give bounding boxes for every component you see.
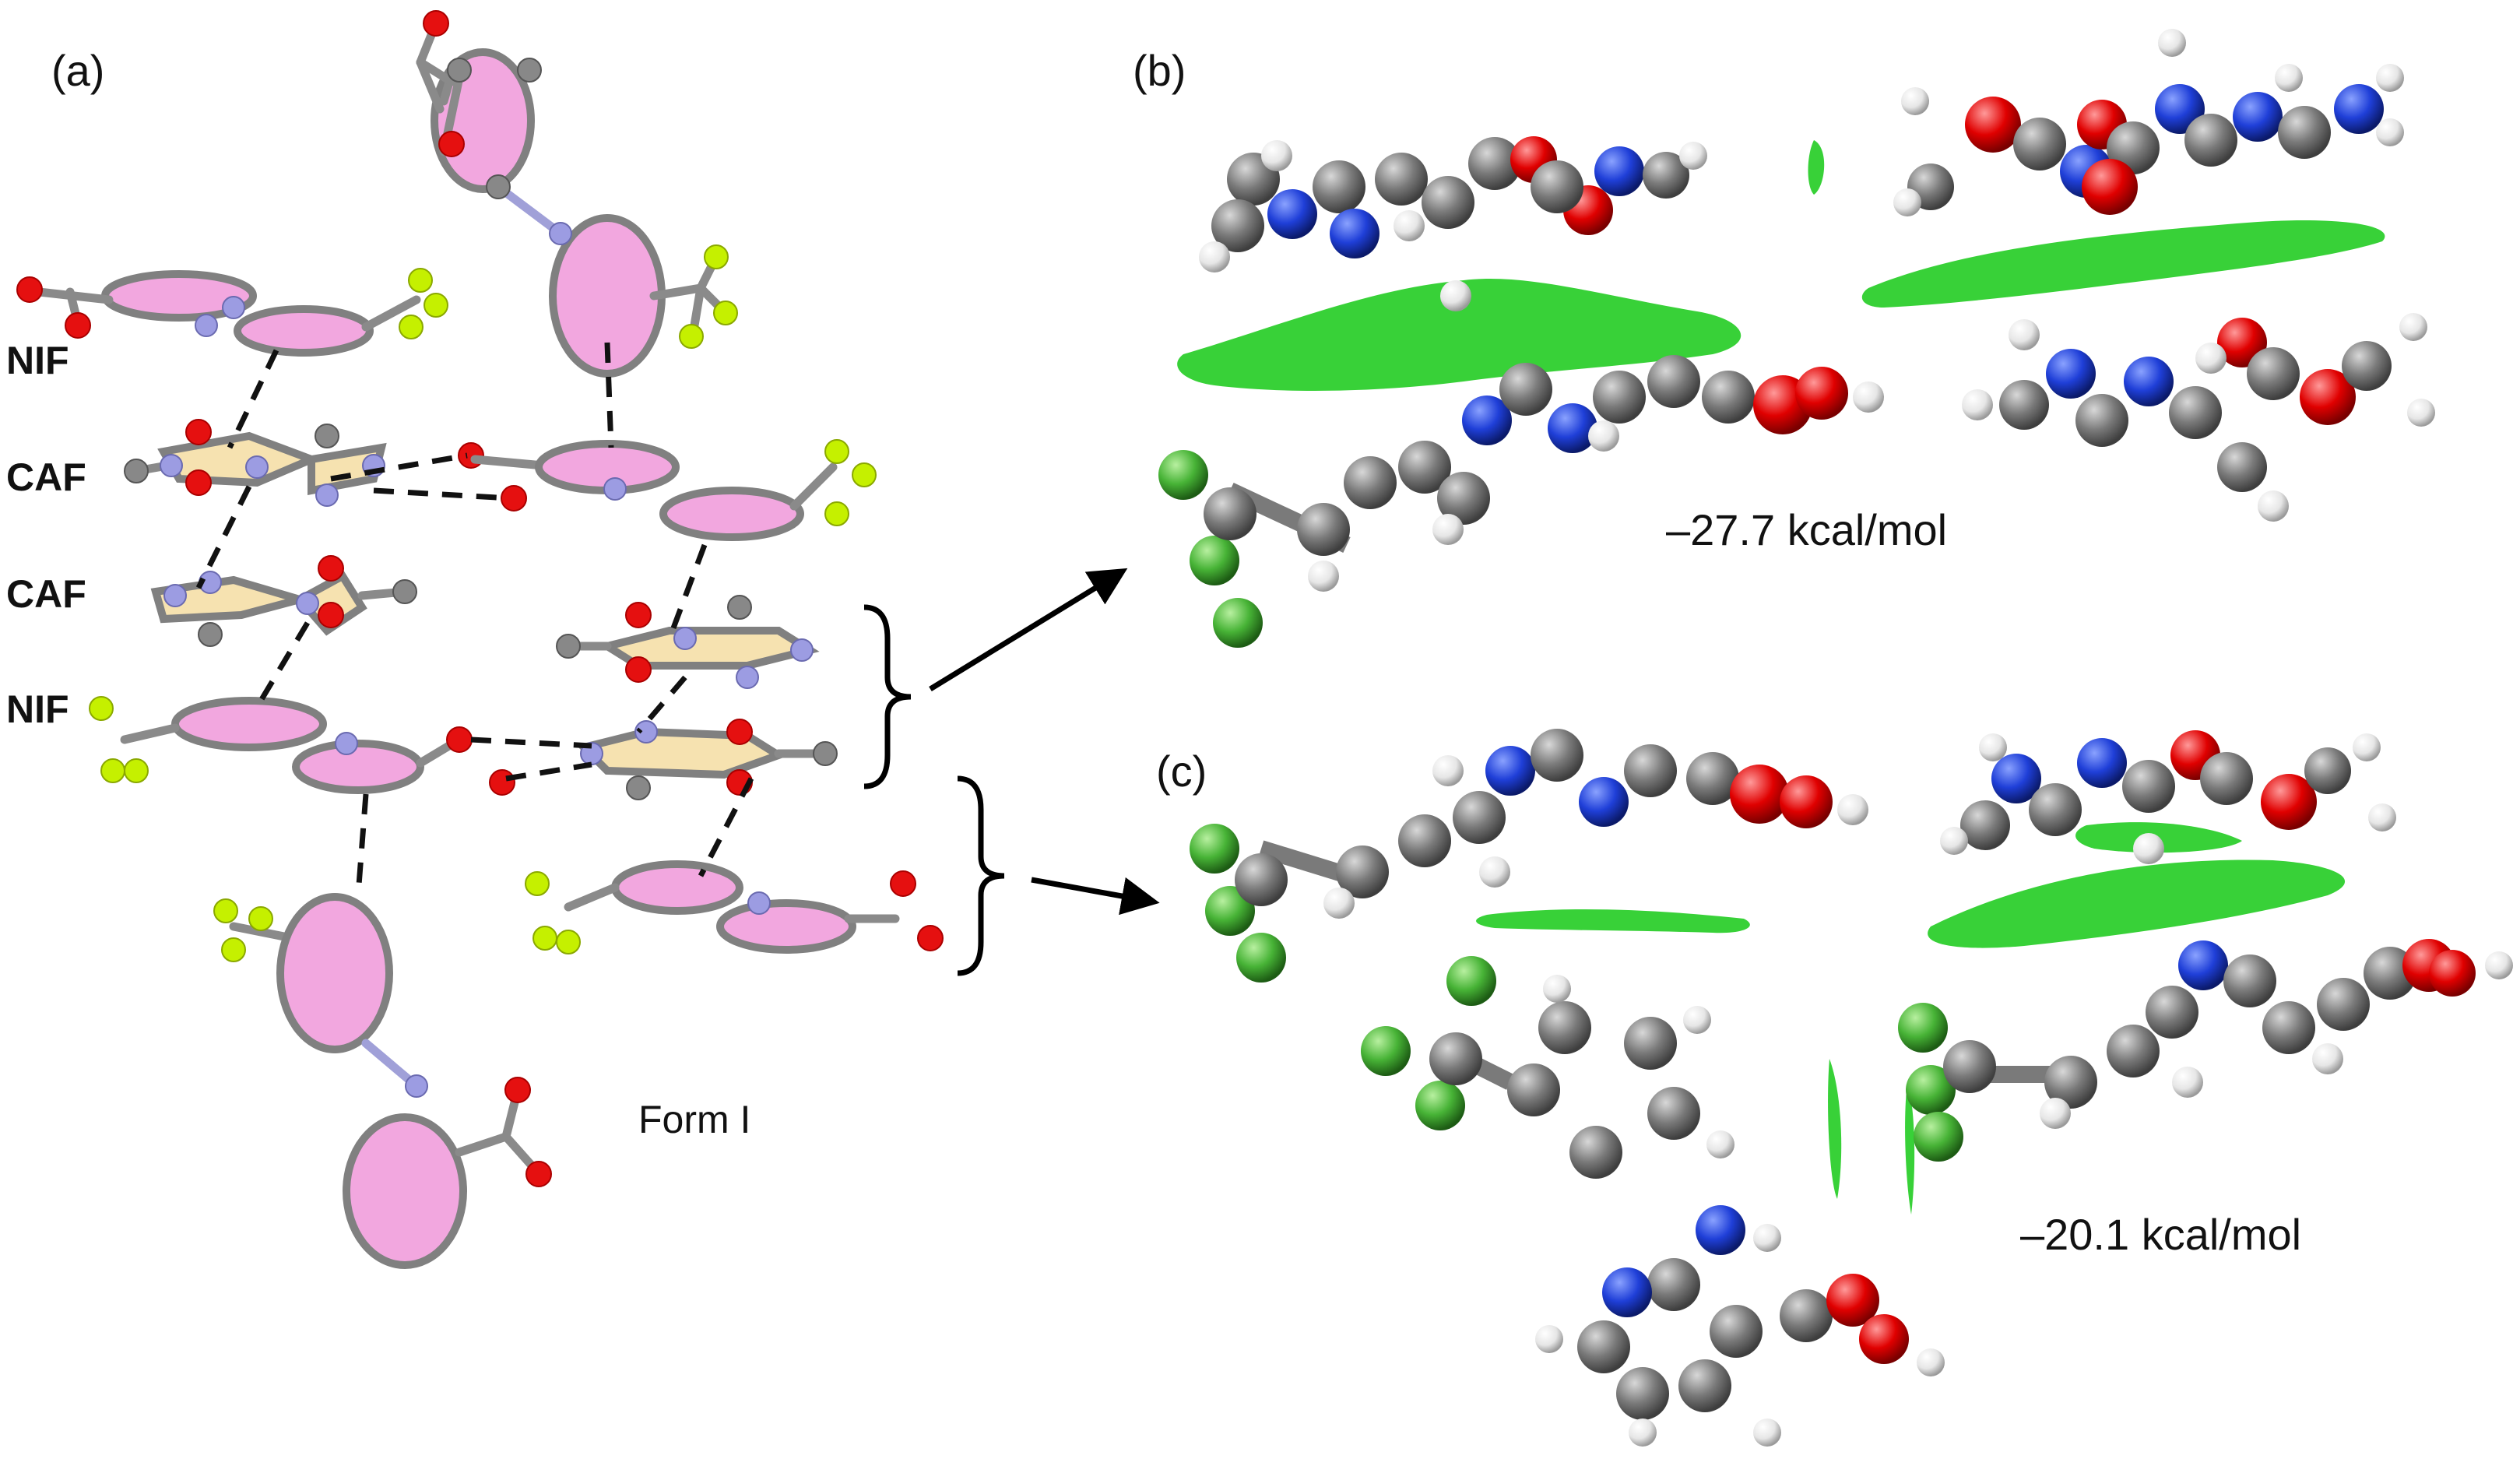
- molecule-c-right-nif: [1898, 939, 2513, 1162]
- panel-c-label: (c): [1156, 747, 1207, 796]
- caf-right: [556, 595, 820, 689]
- caf-row-1: [124, 419, 877, 541]
- panel-a: (a) NIF CAF CAF NIF: [6, 10, 1005, 1269]
- molecule-b-center-caf: [1962, 313, 2435, 522]
- nci-surface-b: [1177, 140, 2385, 391]
- panel-a-label: (a): [51, 46, 104, 95]
- nif-row-2: [89, 696, 515, 796]
- nif-row-1: [16, 268, 448, 357]
- molecule-b-center-nif: [1158, 355, 1884, 648]
- molecule-b-upper-right: [1893, 29, 2404, 216]
- caf-right-lower: [576, 719, 838, 800]
- molecule-b-upper-left: [1199, 136, 1707, 311]
- panel-b: (b): [1133, 29, 2435, 648]
- panel-b-label: (b): [1133, 46, 1186, 95]
- brace-lower: [957, 775, 1005, 976]
- brace-upper: [863, 604, 912, 789]
- form-label: Form I: [638, 1098, 750, 1141]
- nif-lower-right: [525, 860, 944, 954]
- label-nif-top: NIF: [6, 339, 69, 382]
- caf-row-2: [150, 555, 417, 647]
- energy-c: –20.1 kcal/mol: [2020, 1210, 2301, 1259]
- molecule-c-upper-right: [1940, 730, 2396, 864]
- label-caf-1: CAF: [6, 455, 86, 499]
- panel-c: (c): [1156, 729, 2513, 1447]
- arrow-to-b: [929, 568, 1128, 691]
- molecule-c-lower-nif: [1361, 956, 1945, 1447]
- molecule-c-upper-left: [1190, 729, 1868, 983]
- nif-vertical-bottom: [213, 893, 552, 1269]
- nif-vertical-top: [416, 10, 738, 378]
- arrow-to-c: [1031, 877, 1160, 916]
- label-caf-2: CAF: [6, 572, 86, 616]
- energy-b: –27.7 kcal/mol: [1666, 505, 1947, 554]
- label-nif-bottom: NIF: [6, 687, 69, 731]
- molecule-labels: NIF CAF CAF NIF: [6, 339, 86, 731]
- interaction-dashes: [195, 342, 754, 896]
- nci-surface-c: [1476, 822, 2346, 1215]
